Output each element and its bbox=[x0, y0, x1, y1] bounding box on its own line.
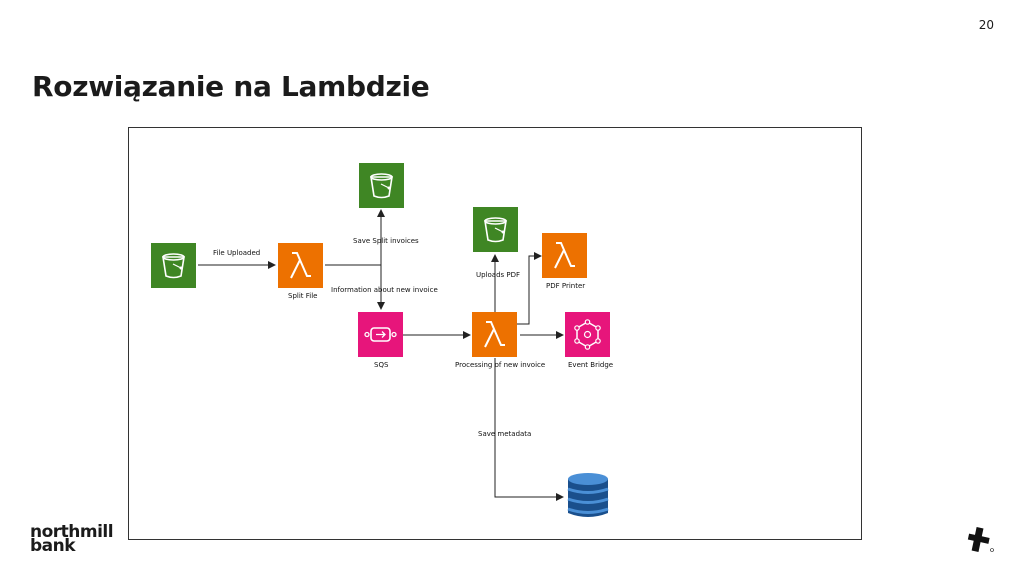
s3-bucket-split-icon bbox=[359, 163, 404, 208]
split-file-label: Split File bbox=[288, 292, 318, 300]
brand-mark-icon bbox=[966, 524, 996, 558]
logo-line-2: bank bbox=[30, 536, 113, 556]
sqs-queue-icon bbox=[358, 312, 403, 357]
edge-label-file-uploaded: File Uploaded bbox=[213, 249, 261, 257]
s3-bucket-pdf-icon bbox=[473, 207, 518, 252]
logo-line-1: northmill bbox=[30, 522, 114, 542]
sqs-label: SQS bbox=[374, 361, 389, 369]
architecture-diagram: Split File SQS Processing of new invoice… bbox=[128, 127, 862, 540]
edge-label-uploads-pdf: Uploads PDF bbox=[476, 271, 521, 279]
pdf-printer-label: PDF Printer bbox=[546, 282, 586, 290]
edge-save-metadata bbox=[494, 358, 564, 501]
page-number: 20 bbox=[978, 18, 994, 32]
edge-label-info-new-invoice: Information about new invoice bbox=[331, 286, 438, 294]
edge-pdf-printer bbox=[517, 252, 542, 325]
processing-label: Processing of new invoice bbox=[455, 361, 546, 369]
lambda-split-file-icon bbox=[278, 243, 323, 288]
northmill-logo: northmill bank bbox=[30, 522, 114, 556]
s3-bucket-source-icon bbox=[151, 243, 196, 288]
edge-label-save-split: Save Split invoices bbox=[353, 237, 419, 245]
lambda-processing-icon bbox=[472, 312, 517, 357]
edge-label-save-metadata: Save metadata bbox=[478, 430, 532, 438]
event-bridge-icon bbox=[565, 312, 610, 357]
dynamodb-icon bbox=[565, 471, 611, 521]
diagram-connectors bbox=[198, 209, 564, 501]
lambda-pdf-printer-icon bbox=[542, 233, 587, 278]
logo-bank-text: bank bbox=[30, 536, 76, 556]
event-bridge-label: Event Bridge bbox=[568, 361, 614, 369]
slide-title: Rozwiązanie na Lambdzie bbox=[32, 70, 430, 103]
